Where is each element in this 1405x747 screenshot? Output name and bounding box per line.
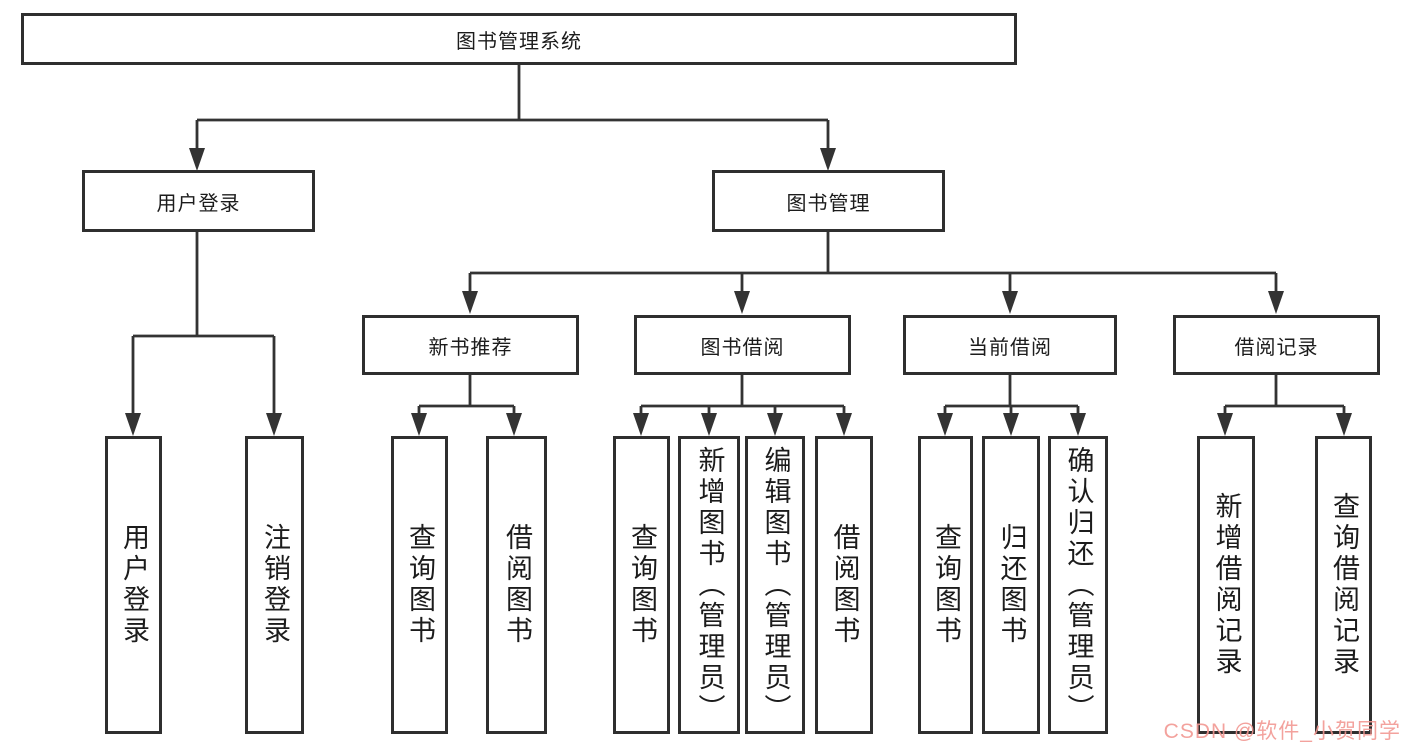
leaf-cb-confirm-return-admin: 确认归还（管理员） (1048, 436, 1108, 734)
leaf-label: 借阅图书 (502, 523, 532, 647)
leaf-label: 新增借阅记录 (1211, 492, 1242, 678)
leaf-br-add-record: 新增借阅记录 (1197, 436, 1255, 734)
leaf-label: 注销登录 (260, 523, 290, 647)
node-borrowing-records: 借阅记录 (1173, 315, 1380, 375)
arrowheads (125, 148, 1352, 436)
leaf-bb-edit-books-admin: 编辑图书（管理员） (745, 436, 805, 734)
leaf-label: 新增图书（管理员） (694, 445, 725, 725)
node-current-borrowing: 当前借阅 (903, 315, 1117, 375)
leaf-bb-query-books: 查询图书 (613, 436, 670, 734)
node-book-borrowing: 图书借阅 (634, 315, 851, 375)
leaf-cb-query-books: 查询图书 (918, 436, 973, 734)
node-library-management-system: 图书管理系统 (21, 13, 1017, 65)
leaf-logout-login: 注销登录 (245, 436, 304, 734)
leaf-label: 归还图书 (996, 523, 1027, 647)
leaf-bb-borrow-books: 借阅图书 (815, 436, 873, 734)
node-book-management: 图书管理 (712, 170, 945, 232)
leaf-label: 查询图书 (405, 523, 435, 647)
leaf-bb-add-books-admin: 新增图书（管理员） (678, 436, 740, 734)
leaf-label: 编辑图书（管理员） (760, 445, 791, 725)
leaf-label: 查询借阅记录 (1329, 492, 1359, 678)
node-user-login: 用户登录 (82, 170, 315, 232)
tree-edges (131, 65, 1346, 430)
leaf-label: 查询图书 (627, 523, 657, 647)
leaf-label: 查询图书 (931, 523, 961, 647)
leaf-nbr-query-books: 查询图书 (391, 436, 448, 734)
leaf-user-login: 用户登录 (105, 436, 162, 734)
leaf-label: 借阅图书 (829, 523, 860, 647)
leaf-label: 确认归还（管理员） (1063, 445, 1094, 725)
node-new-book-recommend: 新书推荐 (362, 315, 579, 375)
leaf-nbr-borrow-books: 借阅图书 (486, 436, 547, 734)
leaf-label: 用户登录 (119, 523, 149, 647)
csdn-watermark: CSDN @软件_小贺同学 (1163, 720, 1401, 743)
leaf-br-query-record: 查询借阅记录 (1315, 436, 1372, 734)
leaf-cb-return-books: 归还图书 (982, 436, 1040, 734)
